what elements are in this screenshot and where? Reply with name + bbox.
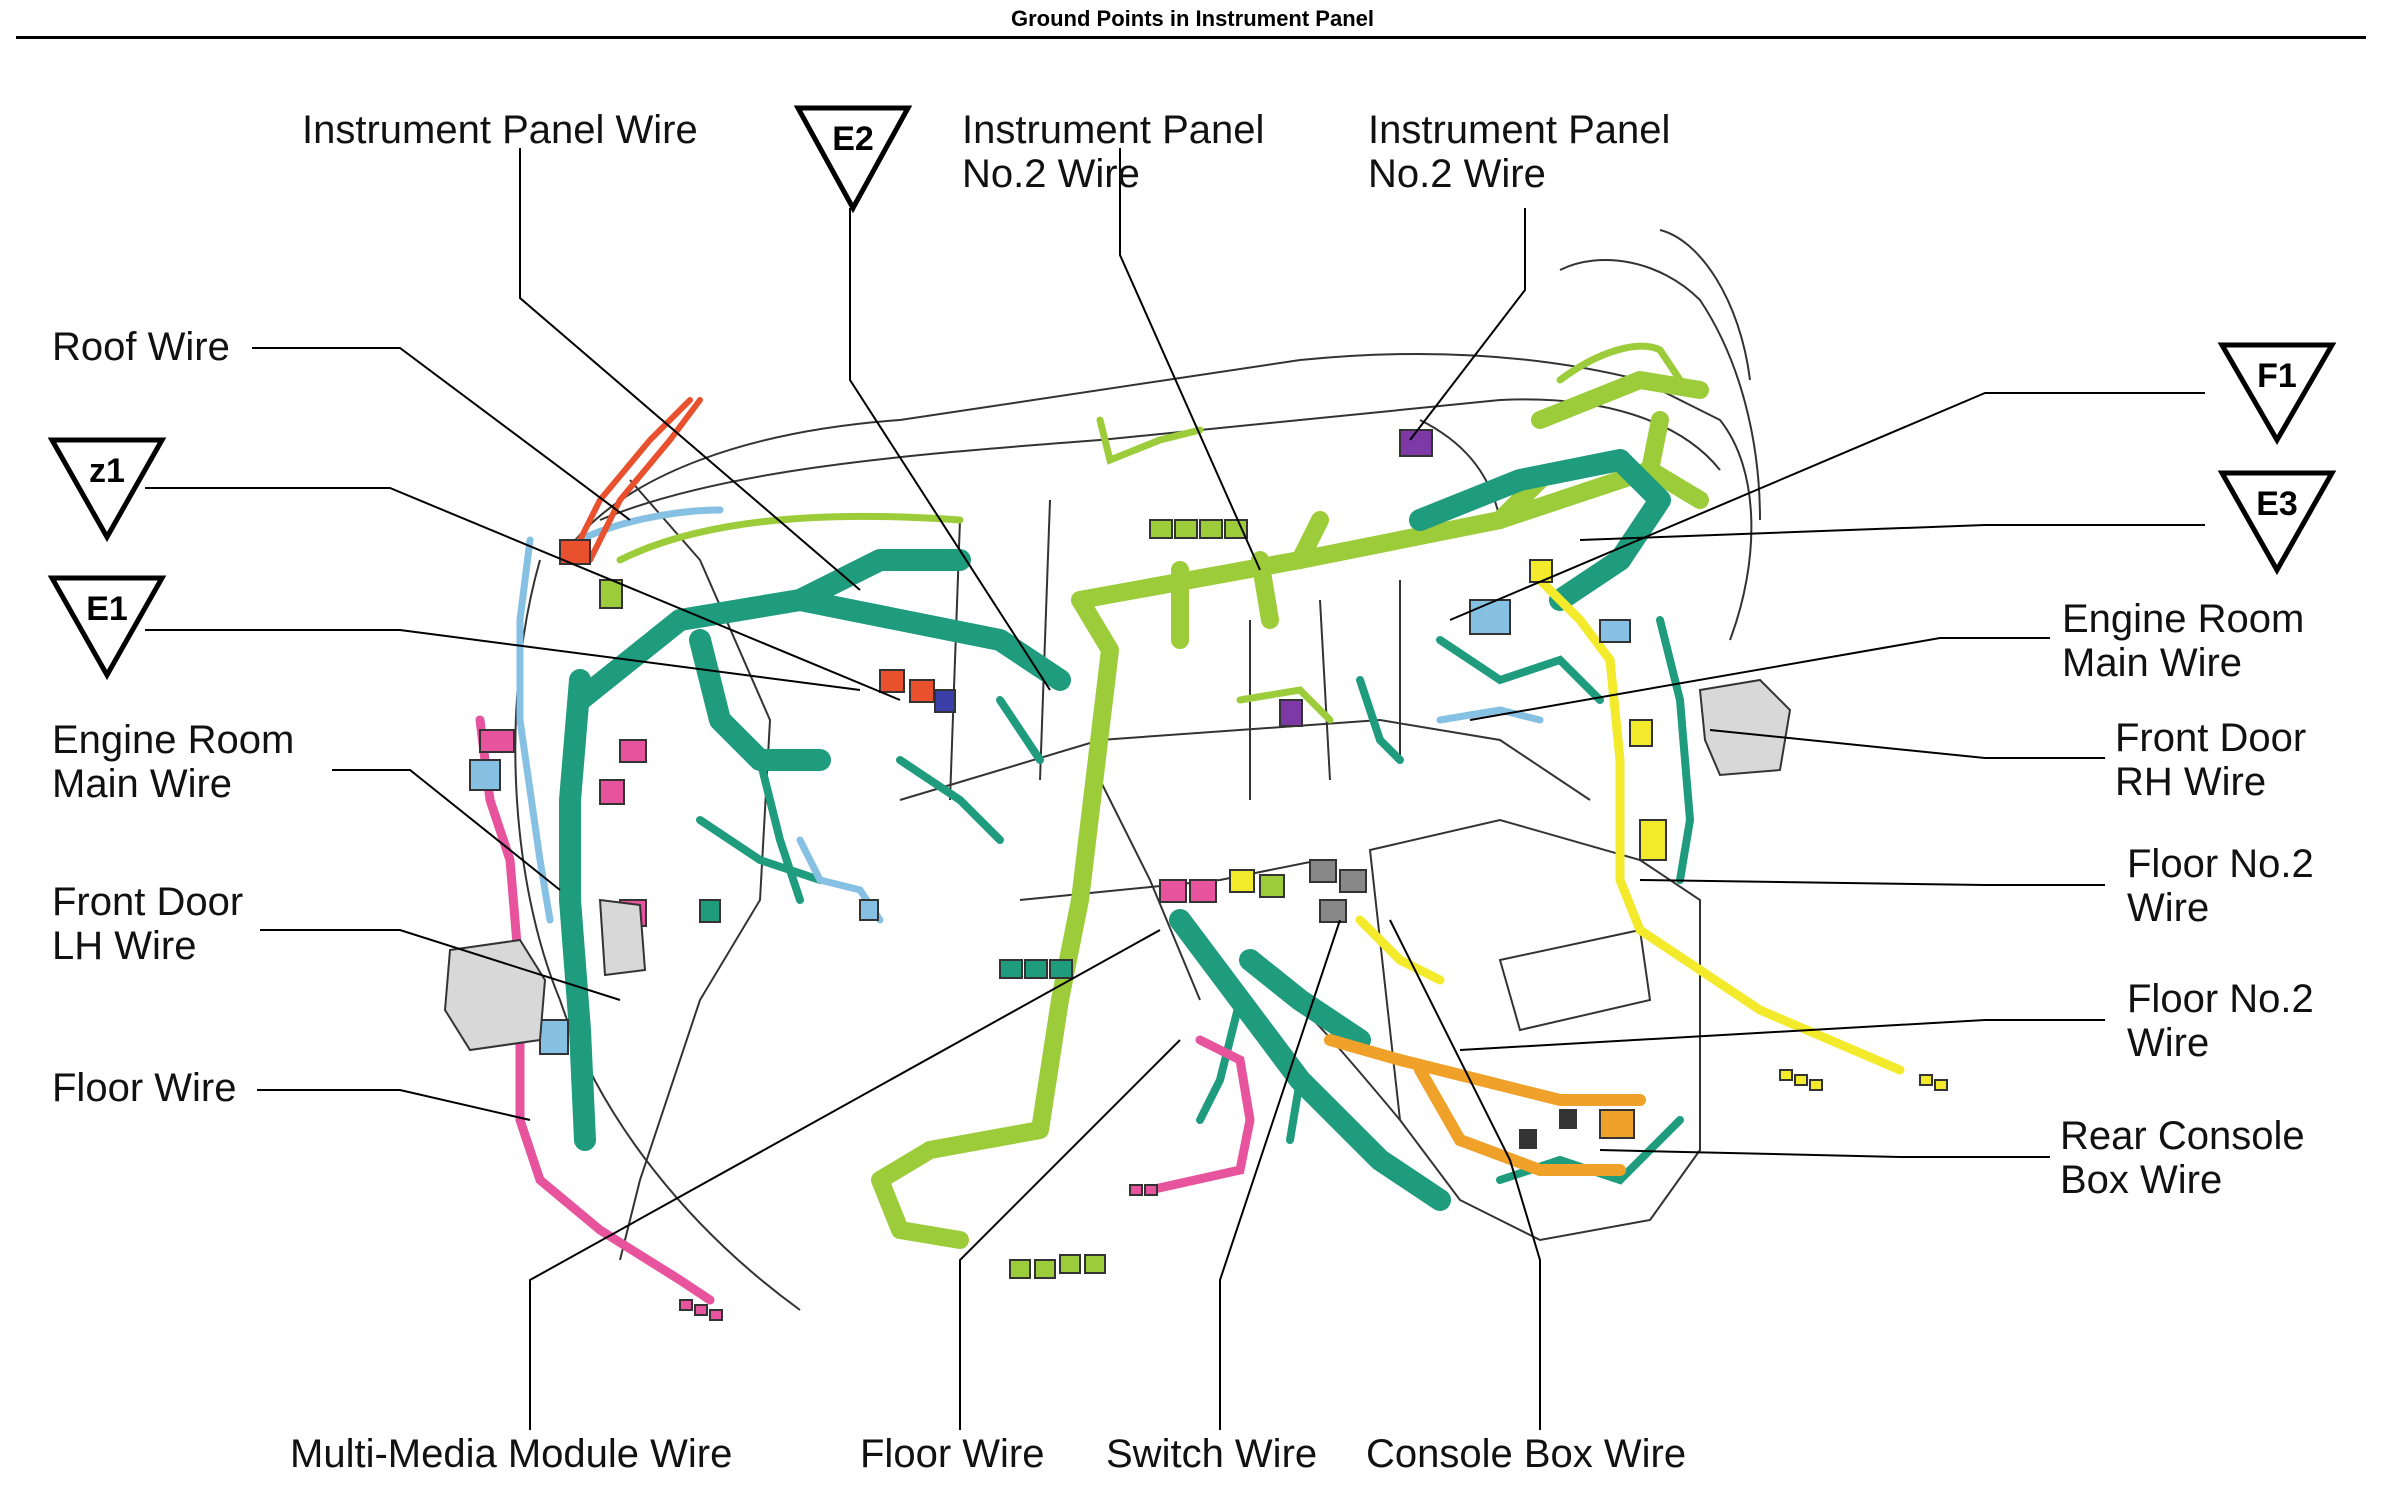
- ground-point-f1: F1: [2217, 342, 2337, 445]
- ground-point-z1-label: z1: [89, 452, 125, 490]
- label-ip-no2-wire-a: Instrument Panel No.2 Wire: [962, 108, 1265, 196]
- harness-teal-thin: [696, 616, 1695, 1185]
- ground-point-e2: E2: [793, 105, 913, 214]
- label-floor-wire-bottom: Floor Wire: [860, 1432, 1045, 1476]
- label-front-door-rh: Front Door RH Wire: [2115, 716, 2307, 804]
- bracket-lh: [598, 898, 647, 977]
- label-instrument-panel-wire: Instrument Panel Wire: [302, 108, 698, 152]
- label-front-door-lh: Front Door LH Wire: [52, 880, 244, 968]
- label-floor-no2-wire-a: Floor No.2 Wire: [2127, 842, 2314, 930]
- label-multi-media-module-wire: Multi-Media Module Wire: [290, 1432, 733, 1476]
- harness-teal: [559, 449, 1671, 1211]
- label-switch-wire: Switch Wire: [1106, 1432, 1318, 1476]
- harness-blue: [516, 506, 1544, 924]
- door-grommets: [443, 678, 1792, 1052]
- ground-point-z1: z1: [47, 437, 167, 543]
- title-divider: [16, 36, 2366, 39]
- harness-lime-thin: [616, 342, 1684, 724]
- label-ip-no2-wire-b: Instrument Panel No.2 Wire: [1368, 108, 1671, 196]
- page-title: Ground Points in Instrument Panel: [1010, 6, 1375, 31]
- label-engine-room-main-left: Engine Room Main Wire: [52, 718, 295, 806]
- harness-lime: [871, 371, 1709, 1249]
- grommet-lh: [443, 938, 547, 1052]
- ground-point-f1-label: F1: [2257, 357, 2297, 395]
- label-console-box-wire: Console Box Wire: [1366, 1432, 1687, 1476]
- ground-point-e3: E3: [2217, 470, 2337, 576]
- connectors: [469, 429, 1948, 1321]
- ground-point-e3-label: E3: [2256, 485, 2298, 523]
- harness-yellow: [1355, 575, 1905, 1075]
- ground-point-e2-label: E2: [832, 120, 874, 158]
- harness-pink: [475, 715, 1255, 1305]
- dashboard-outline: [514, 229, 1761, 1311]
- ground-point-e1: E1: [47, 575, 167, 681]
- label-floor-no2-wire-b: Floor No.2 Wire: [2127, 977, 2314, 1065]
- leader-lines: [145, 148, 2205, 1430]
- harness-orange: [1324, 1034, 1646, 1176]
- label-roof-wire: Roof Wire: [52, 325, 230, 369]
- label-floor-wire-left: Floor Wire: [52, 1066, 237, 1110]
- ground-point-e1-label: E1: [86, 590, 128, 628]
- label-engine-room-main-right: Engine Room Main Wire: [2062, 597, 2305, 685]
- harness-roof: [567, 397, 703, 563]
- label-rear-console-box-wire: Rear Console Box Wire: [2060, 1114, 2305, 1202]
- grommet-rh: [1698, 678, 1792, 777]
